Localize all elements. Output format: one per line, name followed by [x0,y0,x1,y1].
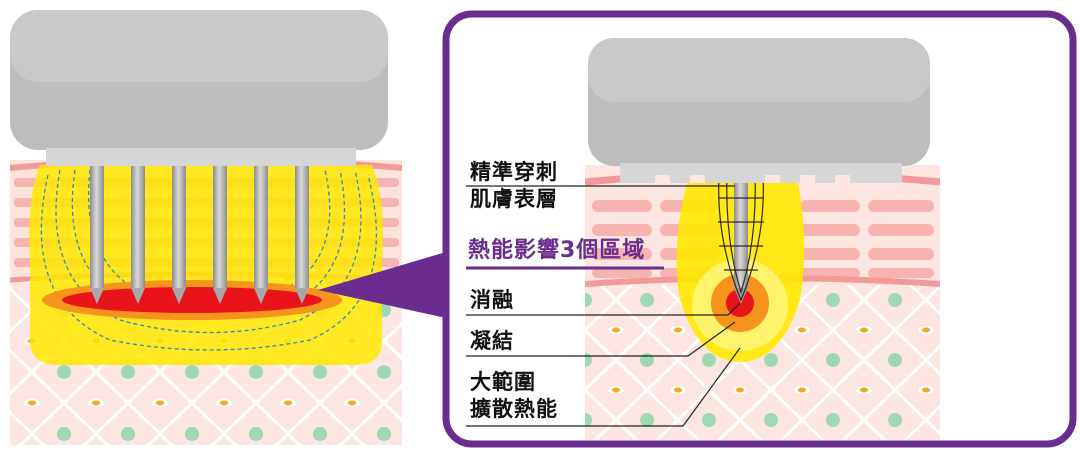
needle [295,160,309,304]
label-diffusion-line1: 大範圍 [470,370,536,394]
leader-coagulation [466,321,736,357]
label-puncture-line2: 肌膚表層 [470,187,558,211]
needle [172,160,186,304]
label-ablation: 消融 [470,288,514,312]
label-coagulation: 凝結 [470,329,514,353]
needle [131,160,145,304]
left-needle-array [90,160,309,304]
leader-diffusion [466,347,741,427]
label-diffusion-line2: 擴散熱能 [470,397,558,421]
leader-ablation [466,302,741,316]
left-panel [10,156,402,445]
zoom-connector [318,252,446,318]
left-heat-zone [29,165,383,365]
right-panel [585,165,940,440]
left-handpiece [10,10,388,166]
needle [90,160,104,304]
right-handpiece [588,38,930,183]
right-needle [734,170,748,304]
needle [213,160,227,304]
needle [254,160,268,304]
label-zones-title: 熱能影響3個區域 [468,238,646,263]
leader-lines [466,185,741,427]
label-puncture-line1: 精準穿刺 [470,160,558,184]
right-field-helix [718,174,764,302]
